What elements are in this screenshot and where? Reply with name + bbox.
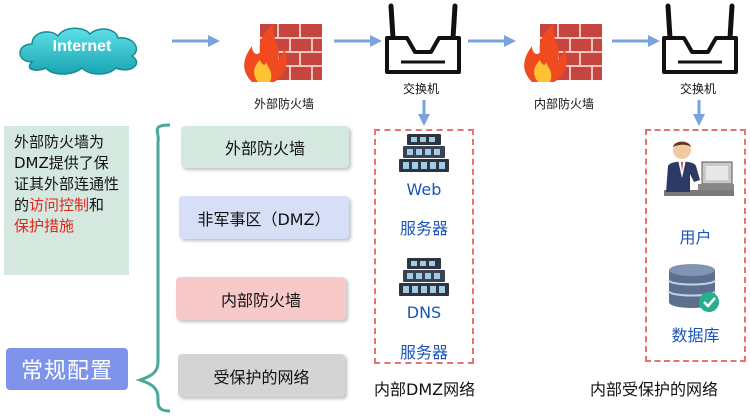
note-highlight-access-control: 访问控制 [29,196,90,214]
layer-protected-network: 受保护的网络 [178,354,345,397]
internet-cloud: Internet [12,22,152,76]
internet-label: Internet [52,38,112,55]
switch2-label: 交换机 [680,82,717,96]
arrow-firewall2-to-switch2 [612,35,660,47]
dns-server-line1: DNS [406,303,442,322]
arrow-internet-to-firewall [172,35,220,47]
note-highlight-protection: 保护措施 [14,217,75,235]
database-icon [668,264,719,312]
layer-external-firewall: 外部防火墙 [181,126,349,168]
dns-server-line2: 服务器 [399,343,448,362]
arrow-switch1-to-firewall2 [468,35,516,47]
protected-caption: 内部受保护的网络 [590,380,719,399]
database-label: 数据库 [671,326,720,345]
config-label: 常规配置 [6,348,128,390]
user-icon [664,141,734,196]
external-firewall-label: 外部防火墙 [254,97,315,111]
server-icon [399,258,449,296]
switch-icon [385,3,461,74]
note-text: 外部防火墙为DMZ提供了保证其外部连通性的 [14,133,120,214]
layer-dmz: 非军事区（DMZ） [179,196,349,239]
switch-icon [662,3,738,74]
web-server-line1: Web [406,180,442,199]
arrow-firewall-to-switch1 [334,35,382,47]
arrow-switch1-down [418,100,430,126]
cloud-icon [19,27,138,75]
note-connector: 和 [89,196,105,214]
user-label: 用户 [679,228,712,247]
layer-internal-firewall: 内部防火墙 [176,277,346,320]
dmz-caption: 内部DMZ网络 [374,380,476,399]
dmz-box [374,129,474,364]
arrow-switch2-down [693,100,705,126]
brace-icon [136,123,171,413]
internal-firewall-label: 内部防火墙 [534,97,595,111]
server-icon [399,134,449,172]
firewall-icon [524,24,602,82]
web-server-line2: 服务器 [399,219,448,238]
note-box: 外部防火墙为DMZ提供了保证其外部连通性的访问控制和保护措施 [4,126,129,275]
protected-box [645,129,746,362]
firewall-icon [244,24,322,82]
switch1-label: 交换机 [403,82,440,96]
